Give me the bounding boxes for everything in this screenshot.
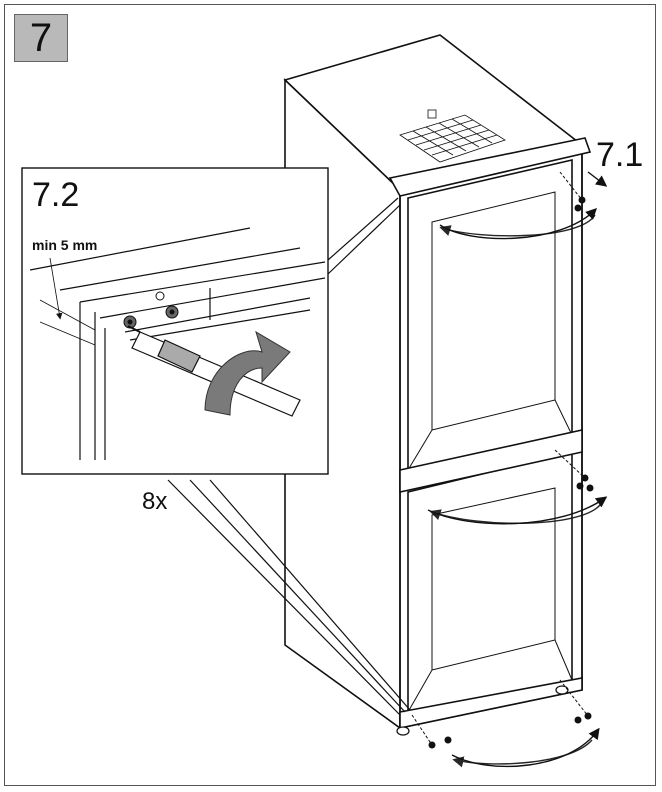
vent-grille-icon: [399, 109, 506, 163]
cabinet-body: [283, 34, 592, 730]
detail-inset: [21, 167, 329, 475]
step-7-1-label: 7.1: [596, 136, 644, 174]
rotation-arrow-icon: [427, 171, 608, 768]
min-gap-label: min 5 mm: [32, 237, 98, 253]
screw-icon: [123, 291, 179, 329]
step-number-badge: 7: [14, 14, 68, 62]
screw-count-label: 8x: [142, 488, 168, 515]
rotation-arrow-icon: [204, 330, 291, 416]
inset-drawing: [29, 227, 326, 460]
callout-leaders: [167, 197, 411, 716]
screw-icon: [411, 171, 594, 749]
step-7-2-label: 7.2: [32, 176, 80, 214]
